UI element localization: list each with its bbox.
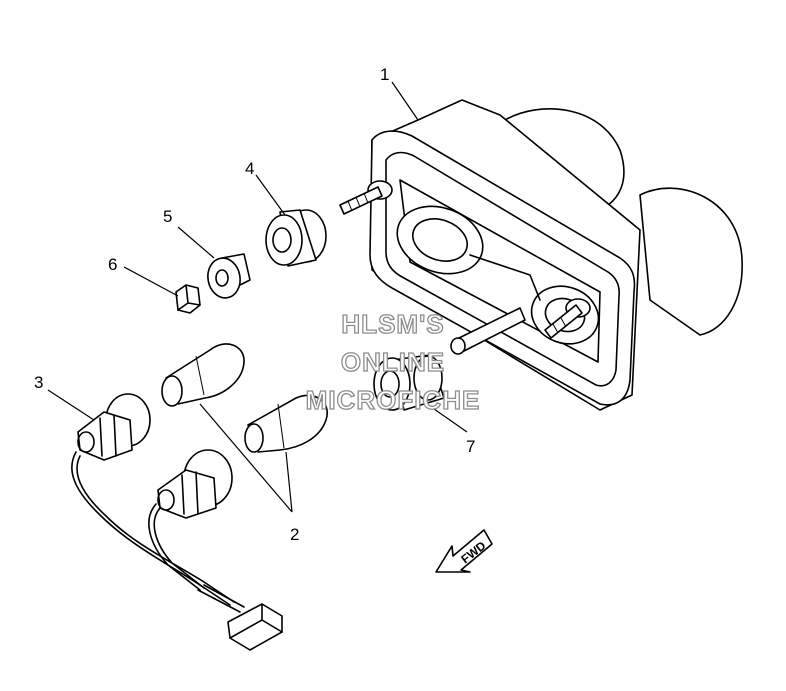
watermark-line-1: HLSM'S	[341, 309, 444, 339]
callout-5: 5	[163, 207, 172, 226]
grommet	[265, 209, 327, 267]
watermark: HLSM'S ONLINE MICROFICHE	[305, 308, 481, 415]
watermark-line-3: MICROFICHE	[306, 385, 481, 415]
grommet-lower	[373, 354, 445, 411]
leader-lines	[47, 81, 468, 513]
fwd-arrow: FWD	[435, 529, 493, 573]
callout-3: 3	[34, 373, 43, 392]
tail-lamp-housing	[339, 99, 743, 411]
bulb-upper	[161, 343, 245, 407]
callout-6: 6	[108, 255, 117, 274]
socket-harness	[71, 393, 283, 651]
callout-1: 1	[380, 65, 389, 84]
callout-4: 4	[245, 159, 254, 178]
watermark-line-2: ONLINE	[341, 347, 445, 377]
nut	[175, 284, 201, 314]
callout-2: 2	[290, 525, 299, 544]
collar	[207, 253, 251, 299]
bulb-lower	[244, 394, 329, 453]
callout-7: 7	[466, 437, 475, 456]
